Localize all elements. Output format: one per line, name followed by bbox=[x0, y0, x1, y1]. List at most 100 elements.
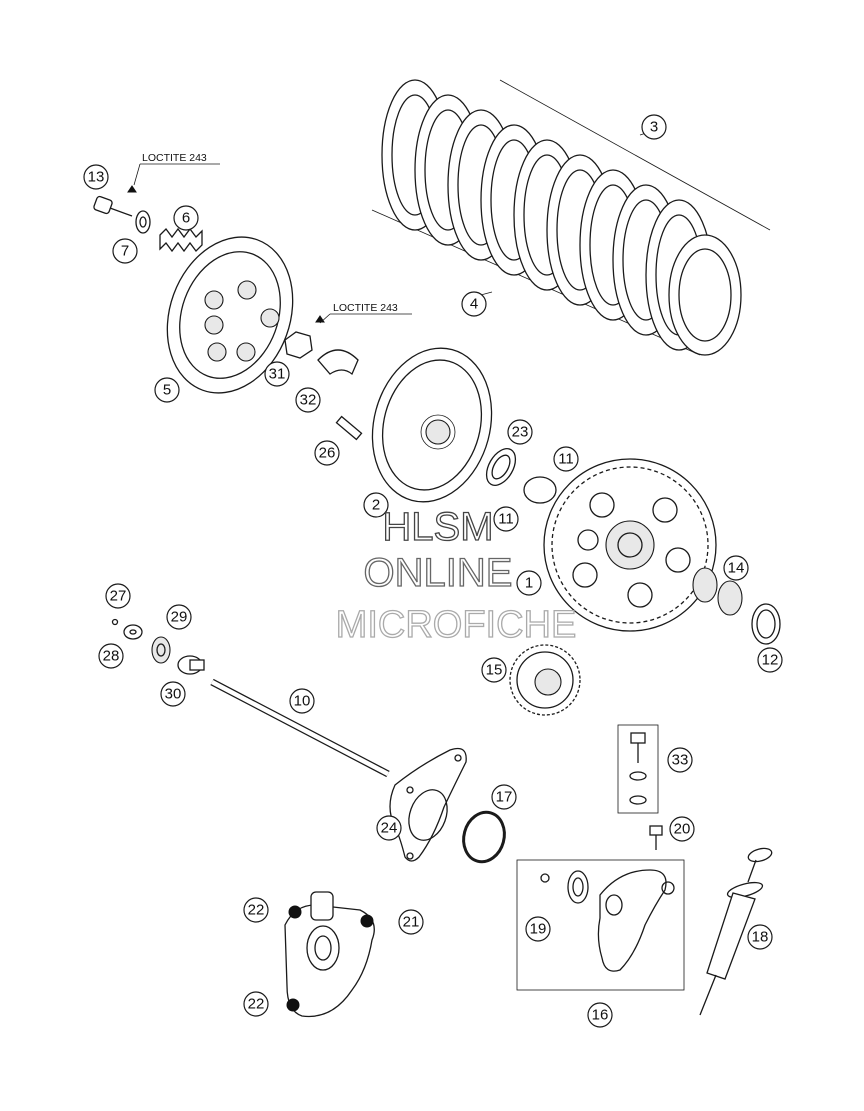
callout-7: 7 bbox=[112, 238, 138, 264]
callout-20: 20 bbox=[669, 816, 695, 842]
callout-21: 21 bbox=[398, 909, 424, 935]
callout-label-22-bottom: 22 bbox=[248, 996, 265, 1013]
callout-28: 28 bbox=[98, 643, 124, 669]
callout-19: 19 bbox=[525, 916, 551, 942]
callout-6: 6 bbox=[173, 205, 199, 231]
loctite-note-mid: LOCTITE 243 bbox=[319, 302, 412, 324]
gear-15 bbox=[509, 644, 581, 716]
callout-32: 32 bbox=[295, 387, 321, 413]
circlip-11 bbox=[523, 476, 557, 504]
loctite-note-top: LOCTITE 243 bbox=[133, 152, 220, 186]
spring-bolt-13 bbox=[93, 185, 137, 217]
callout-22-bottom: 22 bbox=[243, 991, 269, 1017]
callout-label-6: 6 bbox=[182, 210, 190, 227]
callout-label-14: 14 bbox=[728, 560, 745, 577]
callout-label-30: 30 bbox=[165, 686, 182, 703]
callout-31: 31 bbox=[264, 361, 290, 387]
callout-3: 3 bbox=[641, 114, 667, 140]
screw-20 bbox=[649, 825, 663, 850]
callout-label-11-second: 11 bbox=[498, 511, 514, 528]
clutch-spring-6 bbox=[159, 227, 203, 253]
clutch-disc-stack bbox=[371, 79, 771, 356]
callout-label-20: 20 bbox=[674, 821, 691, 838]
callout-label-32: 32 bbox=[300, 392, 317, 409]
outer-clutch-basket bbox=[543, 458, 717, 632]
bleeder-kit-33 bbox=[617, 724, 659, 814]
callout-11-second: 11 bbox=[493, 506, 519, 532]
callout-5: 5 bbox=[154, 377, 180, 403]
callout-16: 16 bbox=[587, 1002, 613, 1028]
callout-label-18: 18 bbox=[752, 929, 769, 946]
spring-retainer-7 bbox=[135, 210, 151, 234]
callout-label-3: 3 bbox=[650, 119, 658, 136]
callout-27: 27 bbox=[105, 583, 131, 609]
callout-12: 12 bbox=[757, 647, 783, 673]
callout-label-10: 10 bbox=[294, 693, 311, 710]
callout-11: 11 bbox=[553, 446, 579, 472]
callout-label-26: 26 bbox=[319, 445, 336, 462]
inner-clutch-hub bbox=[371, 347, 493, 503]
callout-1: 1 bbox=[516, 570, 542, 596]
callout-label-4: 4 bbox=[470, 296, 478, 313]
slave-cylinder-kit-16 bbox=[516, 859, 685, 991]
callout-label-27: 27 bbox=[110, 588, 127, 605]
callout-17: 17 bbox=[491, 784, 517, 810]
watermark-line-2: ONLINE bbox=[364, 551, 513, 595]
callout-10: 10 bbox=[289, 688, 315, 714]
callout-label-11: 11 bbox=[558, 451, 574, 468]
callout-label-28: 28 bbox=[103, 648, 120, 665]
callout-15: 15 bbox=[481, 657, 507, 683]
callout-33: 33 bbox=[667, 747, 693, 773]
callout-18: 18 bbox=[747, 924, 773, 950]
loctite-label-top: LOCTITE 243 bbox=[142, 152, 207, 164]
callout-22-top: 22 bbox=[243, 897, 269, 923]
callout-label-5: 5 bbox=[163, 382, 171, 399]
bleeding-syringe-18 bbox=[699, 847, 773, 1016]
pin-26 bbox=[335, 415, 363, 441]
callout-label-12: 12 bbox=[762, 652, 779, 669]
watermark: HLSM ONLINE MICROFICHE bbox=[335, 504, 577, 646]
callout-label-16: 16 bbox=[592, 1007, 609, 1024]
watermark-line-1: HLSM bbox=[382, 505, 493, 549]
callout-label-1: 1 bbox=[525, 575, 533, 592]
watermark-line-3: MICROFICHE bbox=[336, 604, 577, 646]
washer-12 bbox=[751, 603, 781, 645]
pressure-plate bbox=[166, 236, 294, 394]
ball-27 bbox=[111, 618, 119, 626]
callout-label-13: 13 bbox=[88, 169, 105, 186]
needle-bearings-14 bbox=[692, 567, 743, 616]
push-rod-10 bbox=[210, 678, 390, 778]
callout-label-15: 15 bbox=[486, 662, 503, 679]
gasket-24 bbox=[389, 747, 467, 862]
callout-label-17: 17 bbox=[496, 789, 513, 806]
callout-label-7: 7 bbox=[121, 243, 129, 260]
clutch-slave-cover bbox=[284, 891, 375, 1018]
thrust-washer-23 bbox=[485, 448, 517, 486]
washer-28 bbox=[123, 624, 143, 640]
callout-label-33: 33 bbox=[672, 752, 689, 769]
callout-label-31: 31 bbox=[269, 366, 286, 383]
push-piece-30 bbox=[177, 655, 205, 675]
callout-label-19: 19 bbox=[530, 921, 547, 938]
loctite-label-mid: LOCTITE 243 bbox=[333, 302, 398, 314]
callout-label-29: 29 bbox=[171, 609, 188, 626]
callout-13: 13 bbox=[83, 164, 109, 190]
callout-label-21: 21 bbox=[403, 914, 420, 931]
callout-26: 26 bbox=[314, 440, 340, 466]
callout-label-24: 24 bbox=[381, 820, 398, 837]
callout-29: 29 bbox=[166, 604, 192, 630]
callout-14: 14 bbox=[723, 555, 749, 581]
callout-23: 23 bbox=[507, 419, 533, 445]
callout-label-22-top: 22 bbox=[248, 902, 265, 919]
callout-2: 2 bbox=[363, 492, 389, 518]
callout-label-2: 2 bbox=[372, 497, 380, 514]
hex-nut-31 bbox=[284, 315, 325, 359]
lock-washer-32 bbox=[317, 349, 359, 376]
callout-label-23: 23 bbox=[512, 424, 529, 441]
thrust-bearing-29 bbox=[151, 636, 171, 664]
o-ring-17 bbox=[462, 810, 506, 864]
callout-30: 30 bbox=[160, 681, 186, 707]
callout-4: 4 bbox=[461, 291, 487, 317]
callout-24: 24 bbox=[376, 815, 402, 841]
